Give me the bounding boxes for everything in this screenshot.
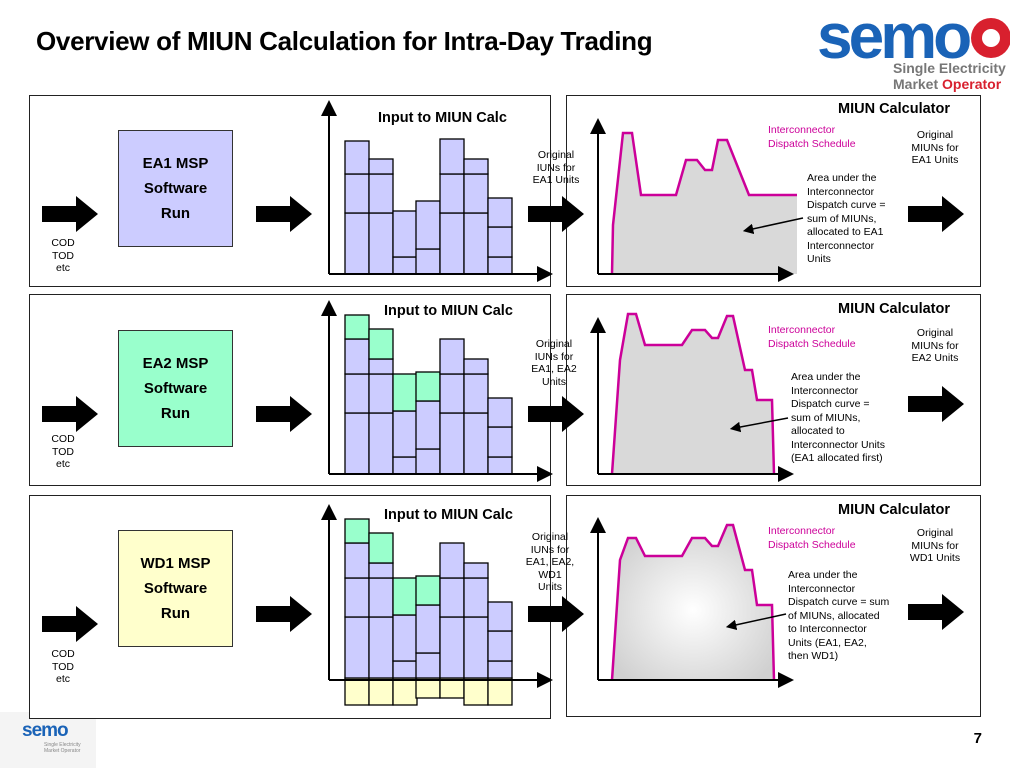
- row1-calc-title: MIUN Calculator: [838, 101, 950, 117]
- row2-msp-box: EA2 MSP Software Run: [118, 330, 233, 447]
- row2-output-label: Original MIUNs for EA2 Units: [911, 327, 959, 364]
- semo-logo-mark: semo: [817, 0, 1011, 72]
- semo-logo: semo Single Electricity Market Operator: [815, 0, 1011, 94]
- row1-area-note: Area under the Interconnector Dispatch c…: [807, 172, 886, 265]
- small-logo-line1: Single Electricity: [44, 742, 81, 748]
- row1-input-title: Input to MIUN Calc: [378, 110, 507, 126]
- row2-inputs-label: COD TOD etc: [51, 433, 75, 470]
- row3-msp-box: WD1 MSP Software Run: [118, 530, 233, 647]
- logo-tagline-2: Market Operator: [893, 76, 1001, 92]
- page-number: 7: [973, 730, 982, 747]
- small-semo-logo: semo Single Electricity Market Operator: [0, 712, 96, 768]
- logo-tagline-2b: Operator: [942, 76, 1002, 92]
- row1-iun-label: Original IUNs for EA1 Units: [532, 149, 580, 186]
- row3-output-label: Original MIUNs for WD1 Units: [909, 527, 961, 564]
- row3-calc-title: MIUN Calculator: [838, 502, 950, 518]
- row3-input-panel: [29, 495, 551, 719]
- row2-schedule-label: Interconnector Dispatch Schedule: [768, 324, 856, 350]
- logo-tagline-1: Single Electricity: [893, 60, 1006, 76]
- row2-area-note: Area under the Interconnector Dispatch c…: [791, 371, 885, 464]
- row2-iun-label: Original IUNs for EA1, EA2 Units: [531, 338, 577, 388]
- row1-schedule-label: Interconnector Dispatch Schedule: [768, 124, 856, 150]
- row2-calculator-panel: [566, 294, 981, 486]
- row3-inputs-label: COD TOD etc: [51, 648, 75, 685]
- row2-calc-title: MIUN Calculator: [838, 301, 950, 317]
- row3-input-title: Input to MIUN Calc: [384, 507, 513, 523]
- row1-inputs-label: COD TOD etc: [51, 237, 75, 274]
- small-logo-line2: Market Operator: [44, 748, 81, 754]
- row3-area-note: Area under the Interconnector Dispatch c…: [788, 569, 890, 662]
- small-logo-word: semo: [22, 720, 69, 741]
- row1-output-label: Original MIUNs for EA1 Units: [911, 129, 959, 166]
- logo-tagline-2a: Market: [893, 76, 943, 92]
- row3-schedule-label: Interconnector Dispatch Schedule: [768, 525, 856, 551]
- row2-input-title: Input to MIUN Calc: [384, 303, 513, 319]
- page-title: Overview of MIUN Calculation for Intra-D…: [36, 26, 653, 56]
- row2-input-panel: [29, 294, 551, 486]
- logo-word: semo: [817, 4, 970, 72]
- row3-iun-label: Original IUNs for EA1, EA2, WD1 Units: [525, 531, 575, 593]
- row1-msp-box: EA1 MSP Software Run: [118, 130, 233, 247]
